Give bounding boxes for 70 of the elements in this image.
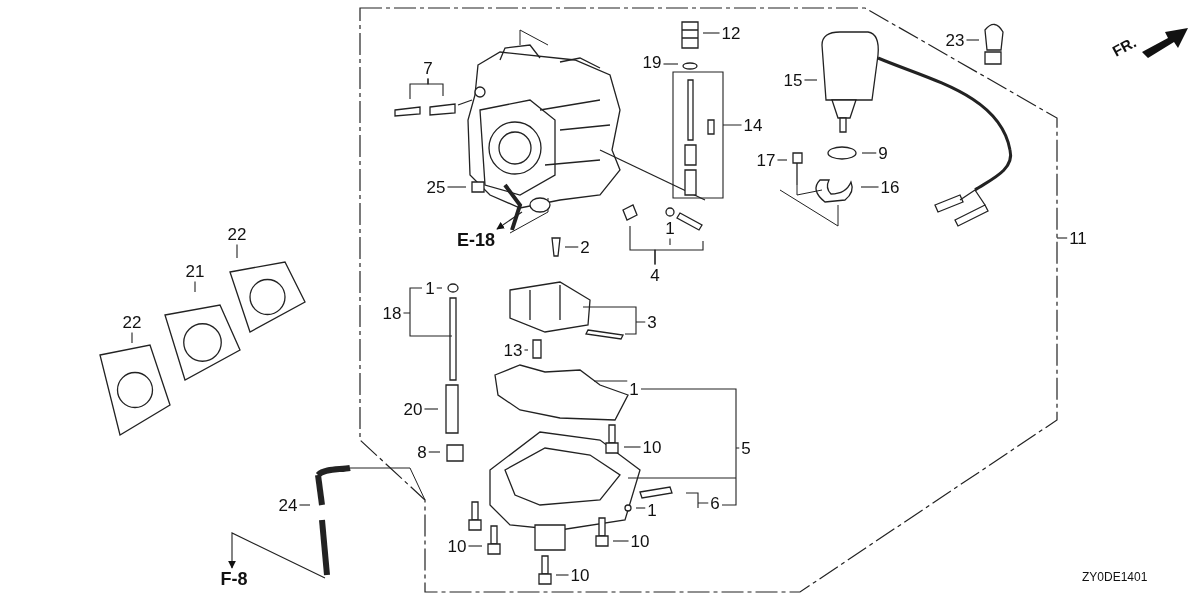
reference-arrow — [228, 532, 326, 579]
callout-number: 22 — [122, 312, 142, 332]
callout-number: 5 — [741, 438, 751, 458]
callout-number: 23 — [945, 30, 965, 50]
leader-line — [662, 63, 679, 65]
callout-number: 15 — [783, 70, 803, 90]
callout-number: 7 — [423, 58, 433, 78]
callout-number: 10 — [570, 565, 590, 585]
leader-line — [555, 574, 570, 576]
reference-label: F-8 — [220, 569, 248, 589]
callout-number: 12 — [721, 23, 741, 43]
leader-line — [593, 380, 628, 382]
leader-line — [612, 540, 630, 542]
leader-line — [702, 32, 721, 34]
callout-number: 8 — [417, 442, 427, 462]
callout-number: 1 — [425, 278, 435, 298]
leader-line — [564, 246, 579, 248]
callout-number: 3 — [647, 312, 657, 332]
leader-line — [298, 504, 311, 506]
callout-number: 2 — [580, 237, 590, 257]
leader-line — [627, 388, 740, 506]
leader-line — [685, 492, 709, 509]
leader-line — [1056, 237, 1068, 239]
callout-number: 18 — [382, 303, 402, 323]
leader-line — [428, 451, 441, 453]
leader-line — [194, 280, 196, 293]
leader-line — [776, 159, 788, 161]
callout-number: 4 — [650, 265, 660, 285]
leader-line — [965, 39, 980, 41]
callout-number: 10 — [447, 536, 467, 556]
callout-number: 20 — [403, 399, 423, 419]
leader-line — [423, 408, 439, 410]
reference-arrow — [496, 211, 523, 230]
leader-line — [427, 77, 444, 97]
leader-line — [436, 287, 443, 289]
leader-line — [861, 152, 877, 154]
callout-number: 1 — [629, 379, 639, 399]
leader-line — [131, 331, 133, 344]
callout-number: 25 — [426, 177, 446, 197]
leader-line — [523, 349, 529, 351]
leader-line — [654, 240, 704, 266]
leader-line — [672, 71, 743, 199]
leader-line — [635, 507, 646, 509]
callout-number: 19 — [642, 52, 662, 72]
leader-line — [860, 186, 880, 188]
leader-line — [623, 446, 642, 448]
leader-line — [803, 79, 818, 81]
direction-label: FR. — [1109, 33, 1139, 60]
reference-label: E-18 — [457, 230, 495, 250]
leader-line — [467, 545, 483, 547]
callout-number: 1 — [665, 218, 675, 238]
callout-number: 10 — [642, 437, 662, 457]
leader-line — [402, 287, 453, 337]
leader-line — [669, 237, 671, 246]
leader-line — [236, 243, 238, 259]
callout-number: 14 — [743, 115, 763, 135]
drawing-code: ZY0DE1401 — [1082, 570, 1148, 584]
callout-number: 13 — [503, 340, 523, 360]
leader-line — [582, 306, 646, 335]
callout-number: 11 — [1069, 228, 1087, 248]
leader-line — [446, 186, 467, 188]
callout-number: 10 — [630, 531, 650, 551]
callout-number: 16 — [880, 177, 900, 197]
callout-number: 21 — [185, 261, 205, 281]
callout-number: 22 — [227, 224, 247, 244]
callout-number: 17 — [756, 150, 776, 170]
callout-number: 1 — [647, 500, 657, 520]
callout-number: 9 — [878, 143, 888, 163]
callout-number: 24 — [278, 495, 298, 515]
callout-number: 6 — [710, 493, 720, 513]
